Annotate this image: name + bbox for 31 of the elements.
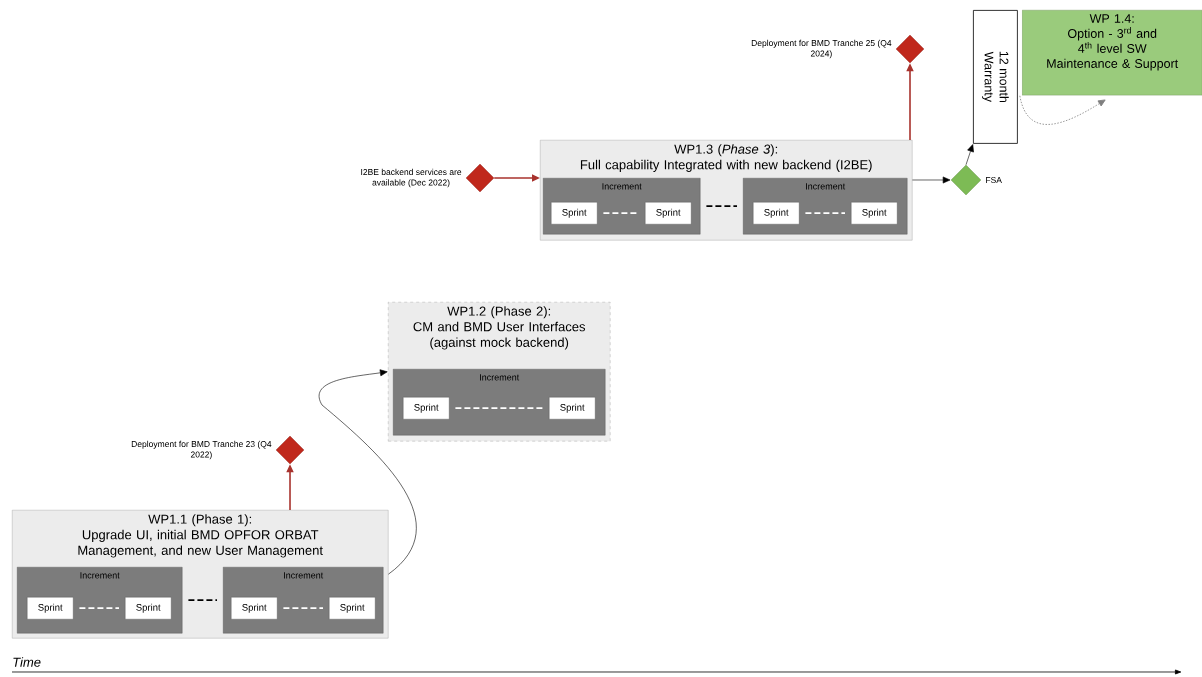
dashed-line bbox=[454, 407, 544, 410]
arrow bbox=[965, 144, 974, 166]
milestone-diamond bbox=[950, 164, 982, 196]
sprint-box: Sprint bbox=[231, 597, 278, 620]
milestone-diamond bbox=[465, 163, 495, 193]
arrow bbox=[912, 176, 951, 184]
sprint-box: Sprint bbox=[125, 597, 172, 620]
sprint-box: Sprint bbox=[403, 397, 450, 420]
sprint-box: Sprint bbox=[551, 202, 598, 225]
warranty-box: 12 month Warranty bbox=[973, 10, 1018, 144]
sprint-box: Sprint bbox=[645, 202, 692, 225]
milestone-label: Deployment for BMD Tranche 25 (Q4 2024) bbox=[751, 39, 892, 59]
milestone-diamond bbox=[275, 435, 305, 465]
arrow bbox=[318, 369, 417, 575]
milestone-label: FSA bbox=[986, 177, 1002, 183]
milestone-label: Deployment for BMD Tranche 23 (Q4 2022) bbox=[131, 440, 272, 460]
milestone-diamond bbox=[895, 34, 925, 64]
dashed-line bbox=[705, 205, 738, 208]
dashed-line bbox=[187, 599, 218, 602]
sprint-box: Sprint bbox=[27, 597, 74, 620]
milestone-label: I2BE backend services are available (Dec 2022) bbox=[361, 168, 462, 188]
sprint-box: Sprint bbox=[753, 202, 800, 225]
dashed-line bbox=[78, 607, 120, 610]
sprint-box: Sprint bbox=[851, 202, 898, 225]
dashed-line bbox=[282, 607, 324, 610]
arrow bbox=[1019, 95, 1106, 125]
dashed-line bbox=[804, 212, 846, 215]
work-package-box: WP 1.4: Option - 3$^{rd}$ and 4$^{th}$ level SW Maintenance & Support bbox=[1022, 10, 1202, 96]
sprint-box: Sprint bbox=[329, 597, 376, 620]
axis-label: Time bbox=[13, 657, 41, 667]
sprint-box: Sprint bbox=[549, 397, 596, 420]
